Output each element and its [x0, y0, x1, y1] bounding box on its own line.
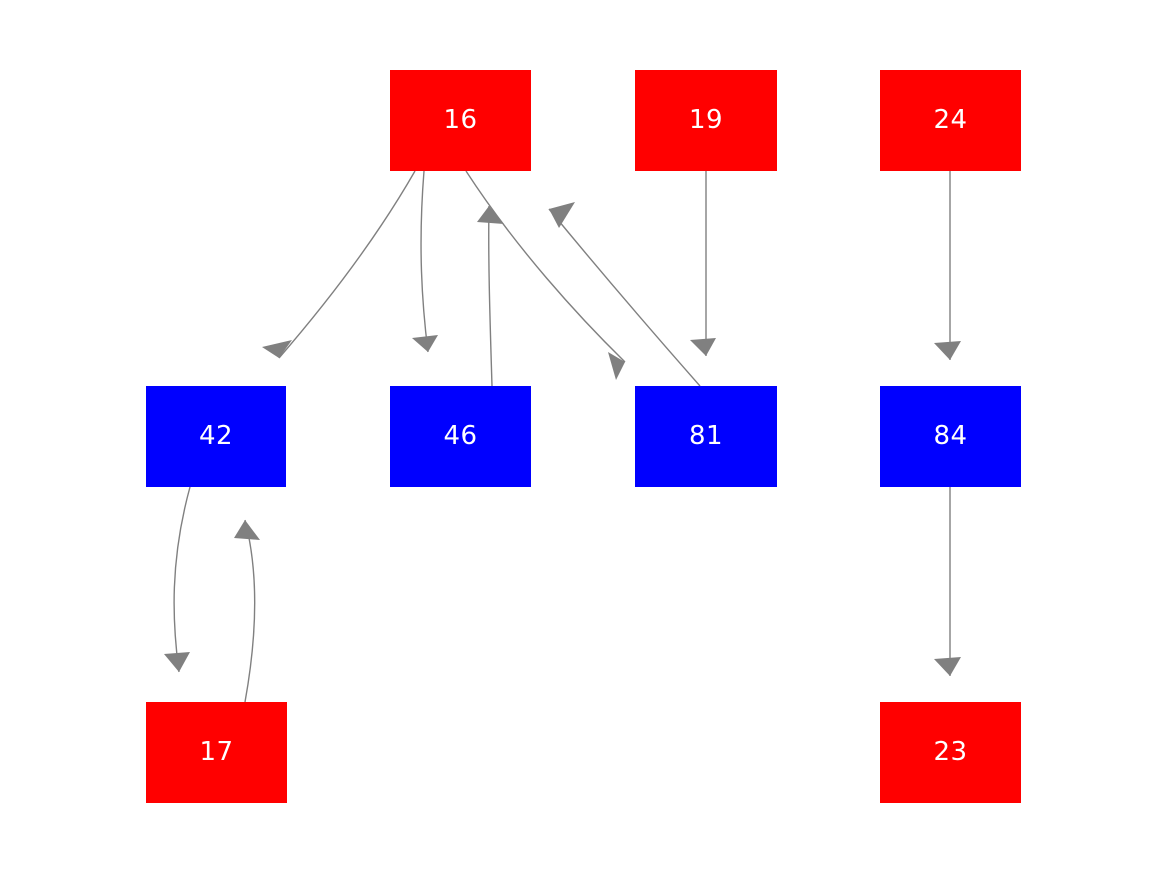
graph-node-16[interactable]: 16	[390, 70, 531, 171]
node-label: 16	[443, 104, 478, 135]
graph-node-23[interactable]: 23	[880, 702, 1021, 803]
node-label: 19	[688, 104, 724, 135]
graph-node-46[interactable]: 46	[390, 386, 531, 487]
node-label: 17	[199, 736, 234, 767]
node-label: 23	[933, 736, 968, 767]
graph-node-19[interactable]: 19	[635, 70, 777, 171]
node-label: 84	[933, 420, 968, 451]
node-label: 46	[443, 420, 478, 451]
node-label: 42	[198, 420, 234, 451]
node-label: 24	[933, 104, 968, 135]
node-label: 81	[688, 420, 724, 451]
graph-node-17[interactable]: 17	[146, 702, 287, 803]
graph-node-81[interactable]: 81	[635, 386, 777, 487]
graph-node-24[interactable]: 24	[880, 70, 1021, 171]
graph-node-42[interactable]: 42	[146, 386, 286, 487]
graph-node-84[interactable]: 84	[880, 386, 1021, 487]
